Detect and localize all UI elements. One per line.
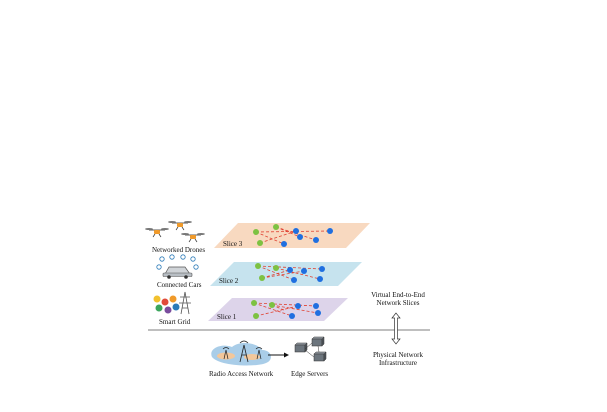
slice-3-node-blue bbox=[297, 234, 303, 240]
slice-3-layer: Slice 3 bbox=[214, 223, 370, 248]
slice-3-node-green bbox=[253, 229, 259, 235]
drone-icon bbox=[168, 221, 192, 231]
slice-1-label: Slice 1 bbox=[217, 313, 237, 321]
double-arrow-icon bbox=[391, 312, 401, 345]
physical-infra-label-line1: Physical Network bbox=[373, 351, 423, 359]
physical-infra-label-line2: Infrastructure bbox=[379, 359, 417, 367]
drone-icon bbox=[145, 228, 169, 238]
slice-1-node-blue bbox=[289, 313, 295, 319]
slice-1-layer: Slice 1 bbox=[208, 298, 348, 321]
slice-1-links bbox=[253, 302, 319, 317]
virtual-slices-label-line1: Virtual End-to-End bbox=[371, 291, 425, 299]
slice-1-node-blue bbox=[315, 310, 321, 316]
drone-icons bbox=[145, 221, 205, 243]
drone-icon bbox=[181, 233, 205, 243]
slice-1-node-green bbox=[253, 313, 259, 319]
radio-access-network-label: Radio Access Network bbox=[209, 370, 274, 378]
antenna-tower-icon bbox=[239, 340, 249, 363]
smart-grid-icon bbox=[153, 291, 191, 315]
slice-2-node-blue bbox=[319, 266, 325, 272]
server-icon bbox=[311, 336, 325, 347]
edge-servers-label: Edge Servers bbox=[291, 370, 328, 378]
slice-1-node-blue bbox=[295, 303, 301, 309]
slice-2-node-green bbox=[259, 275, 265, 281]
slice-2-layer: Slice 2 bbox=[210, 262, 362, 286]
slice-3-node-blue bbox=[293, 228, 299, 234]
slice-3-node-blue bbox=[281, 241, 287, 247]
slice-3-node-green bbox=[273, 224, 279, 230]
arrow-head-icon bbox=[284, 352, 289, 358]
slice-2-node-green bbox=[273, 265, 279, 271]
slice-3-node-blue bbox=[327, 228, 333, 234]
slice-2-node-blue bbox=[287, 267, 293, 273]
connected-car-icon bbox=[156, 254, 199, 279]
antenna-tower-icon bbox=[255, 347, 263, 360]
slice-2-node-blue bbox=[301, 268, 307, 274]
slice-3-node-blue bbox=[313, 237, 319, 243]
slice-1-node-blue bbox=[313, 303, 319, 309]
slice-1-plane bbox=[208, 298, 348, 321]
slice-1-node-green bbox=[251, 300, 257, 306]
server-icon bbox=[294, 342, 308, 353]
slice-1-node-green bbox=[269, 302, 275, 308]
slice-2-node-blue bbox=[317, 276, 323, 282]
antenna-tower-icon bbox=[222, 347, 230, 360]
edge-servers-icon bbox=[294, 336, 327, 362]
radio-access-network-icon bbox=[211, 340, 271, 366]
connected-cars-label: Connected Cars bbox=[157, 281, 202, 289]
server-icon bbox=[313, 351, 327, 362]
slice-2-node-blue bbox=[291, 277, 297, 283]
networked-drones-label: Networked Drones bbox=[152, 246, 205, 254]
slice-3-node-green bbox=[257, 240, 263, 246]
virtual-slices-label-line2: Network Slices bbox=[377, 299, 420, 307]
slice-3-label: Slice 3 bbox=[223, 240, 243, 248]
slice-2-node-green bbox=[255, 263, 261, 269]
smart-grid-label: Smart Grid bbox=[159, 318, 191, 326]
slice-2-label: Slice 2 bbox=[219, 277, 239, 285]
